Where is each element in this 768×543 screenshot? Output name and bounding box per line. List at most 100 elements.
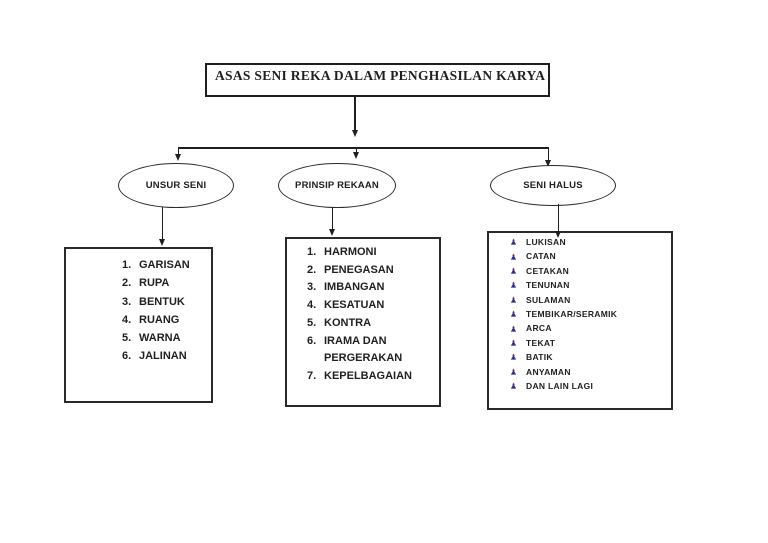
diagram-title: ASAS SENI REKA DALAM PENGHASILAN KARYA bbox=[215, 68, 546, 83]
item-label: CETAKAN bbox=[526, 265, 570, 276]
item-label: LUKISAN bbox=[526, 237, 566, 247]
connector-unsur-seni-to-list bbox=[161, 207, 163, 239]
list-item: TEMBIKAR/SERAMIK bbox=[510, 307, 671, 321]
list-box-seni-halus: LUKISAN CATAN bbox=[487, 231, 673, 410]
dart-bullet-icon bbox=[510, 353, 517, 361]
item-label: SULAMAN bbox=[526, 294, 571, 305]
item-number: 4. bbox=[122, 313, 132, 326]
item-label: RUPA bbox=[139, 277, 170, 290]
arrow-down-icon bbox=[351, 130, 358, 137]
numbered-list: 1. HARMONI 2. PENEGASAN 3. IMBANGAN 4. K… bbox=[307, 244, 431, 386]
item-number: 1. bbox=[122, 259, 132, 271]
list-item: 5. WARNA bbox=[122, 329, 211, 347]
list-item: 4. KESATUAN bbox=[307, 297, 431, 315]
item-label: PENEGASAN bbox=[324, 263, 394, 276]
arrow-down-icon bbox=[328, 229, 335, 236]
list-item: 1. GARISAN bbox=[122, 256, 211, 274]
dart-bullet-icon bbox=[510, 296, 517, 304]
list-item: SULAMAN bbox=[510, 293, 671, 307]
list-item: 3. IMBANGAN bbox=[307, 279, 431, 297]
list-item: LUKISAN bbox=[510, 235, 671, 249]
node-label: PRINSIP REKAAN bbox=[295, 180, 379, 191]
item-label: DAN LAIN LAGI bbox=[526, 381, 594, 392]
list-item: 2. PENEGASAN bbox=[307, 262, 431, 280]
arrow-down-icon bbox=[158, 239, 165, 246]
item-label: BATIK bbox=[526, 352, 553, 363]
item-number: 6. bbox=[307, 334, 317, 347]
list-item: 2. RUPA bbox=[122, 274, 211, 292]
list-item: CATAN bbox=[510, 249, 671, 263]
connector-drop-right bbox=[547, 147, 549, 160]
list-item: 6. IRAMA DAN PERGERAKAN bbox=[307, 333, 431, 368]
connector-horizontal bbox=[177, 147, 549, 149]
item-number: 3. bbox=[307, 281, 317, 294]
list-item: BATIK bbox=[510, 350, 671, 364]
item-label: GARISAN bbox=[139, 259, 190, 271]
connector-seni-halus-to-list bbox=[557, 204, 559, 231]
item-label: HARMONI bbox=[324, 246, 377, 258]
node-prinsip-rekaan: PRINSIP REKAAN bbox=[278, 163, 396, 208]
connector-title-vertical bbox=[354, 97, 356, 130]
dart-bullet-icon bbox=[510, 310, 517, 318]
item-label: BENTUK bbox=[139, 295, 185, 308]
list-item: 3. BENTUK bbox=[122, 293, 211, 311]
arrow-down-icon bbox=[174, 154, 181, 161]
bulleted-list: LUKISAN CATAN bbox=[510, 235, 671, 393]
list-box-prinsip-rekaan: 1. HARMONI 2. PENEGASAN 3. IMBANGAN 4. K… bbox=[285, 237, 441, 407]
item-label: KONTRA bbox=[324, 316, 372, 329]
item-label: TENUNAN bbox=[526, 280, 570, 291]
item-label: IRAMA DAN PERGERAKAN bbox=[324, 334, 403, 365]
item-label: ANYAMAN bbox=[526, 366, 571, 377]
item-number: 5. bbox=[122, 332, 132, 345]
item-number: 2. bbox=[307, 263, 317, 276]
list-item: CETAKAN bbox=[510, 264, 671, 278]
list-box-unsur-seni: 1. GARISAN 2. RUPA 3. BENTUK 4. RUANG bbox=[64, 247, 213, 403]
dart-bullet-icon bbox=[510, 339, 517, 347]
list-item: TEKAT bbox=[510, 336, 671, 350]
list-item: TENUNAN bbox=[510, 278, 671, 292]
item-label: RUANG bbox=[139, 313, 180, 326]
dart-bullet-icon bbox=[510, 238, 517, 246]
item-number: 6. bbox=[122, 350, 132, 363]
dart-bullet-icon bbox=[510, 267, 517, 275]
item-label: WARNA bbox=[139, 332, 181, 345]
item-label: KEPELBAGAIAN bbox=[324, 369, 413, 382]
arrow-down-icon bbox=[352, 152, 359, 159]
list-item: 4. RUANG bbox=[122, 311, 211, 329]
dart-bullet-icon bbox=[510, 281, 517, 289]
arrow-down-icon bbox=[554, 231, 561, 238]
item-label: ARCA bbox=[526, 323, 552, 334]
item-number: 7. bbox=[307, 369, 317, 382]
numbered-list: 1. GARISAN 2. RUPA 3. BENTUK 4. RUANG bbox=[122, 256, 211, 366]
item-number: 1. bbox=[307, 246, 317, 258]
dart-bullet-icon bbox=[510, 253, 517, 261]
list-item: ARCA bbox=[510, 321, 671, 335]
item-label: TEMBIKAR/SERAMIK bbox=[526, 309, 618, 320]
connector-prinsip-rekaan-to-list bbox=[331, 208, 333, 229]
dart-bullet-icon bbox=[510, 382, 517, 390]
list-item: 1. HARMONI bbox=[307, 244, 431, 262]
item-number: 4. bbox=[307, 299, 317, 312]
item-label: TEKAT bbox=[526, 337, 556, 348]
item-label: KESATUAN bbox=[324, 299, 385, 312]
item-number: 3. bbox=[122, 295, 132, 308]
list-item: DAN LAIN LAGI bbox=[510, 379, 671, 393]
list-item: ANYAMAN bbox=[510, 365, 671, 379]
connector-drop-left bbox=[177, 147, 179, 154]
item-label: JALINAN bbox=[139, 350, 187, 363]
node-unsur-seni: UNSUR SENI bbox=[118, 163, 234, 208]
title-box: ASAS SENI REKA DALAM PENGHASILAN KARYA bbox=[205, 63, 550, 97]
dart-bullet-icon bbox=[510, 368, 517, 376]
dart-bullet-icon bbox=[510, 325, 517, 333]
item-number: 5. bbox=[307, 316, 317, 329]
node-label: SENI HALUS bbox=[523, 180, 583, 191]
arrow-down-icon bbox=[544, 160, 551, 167]
list-item: 5. KONTRA bbox=[307, 315, 431, 333]
node-label: UNSUR SENI bbox=[145, 180, 207, 191]
list-item: 7. KEPELBAGAIAN bbox=[307, 368, 431, 386]
connector-drop-middle bbox=[355, 147, 357, 152]
item-label: CATAN bbox=[526, 251, 556, 262]
item-label: IMBANGAN bbox=[324, 281, 385, 294]
item-number: 2. bbox=[122, 277, 132, 290]
